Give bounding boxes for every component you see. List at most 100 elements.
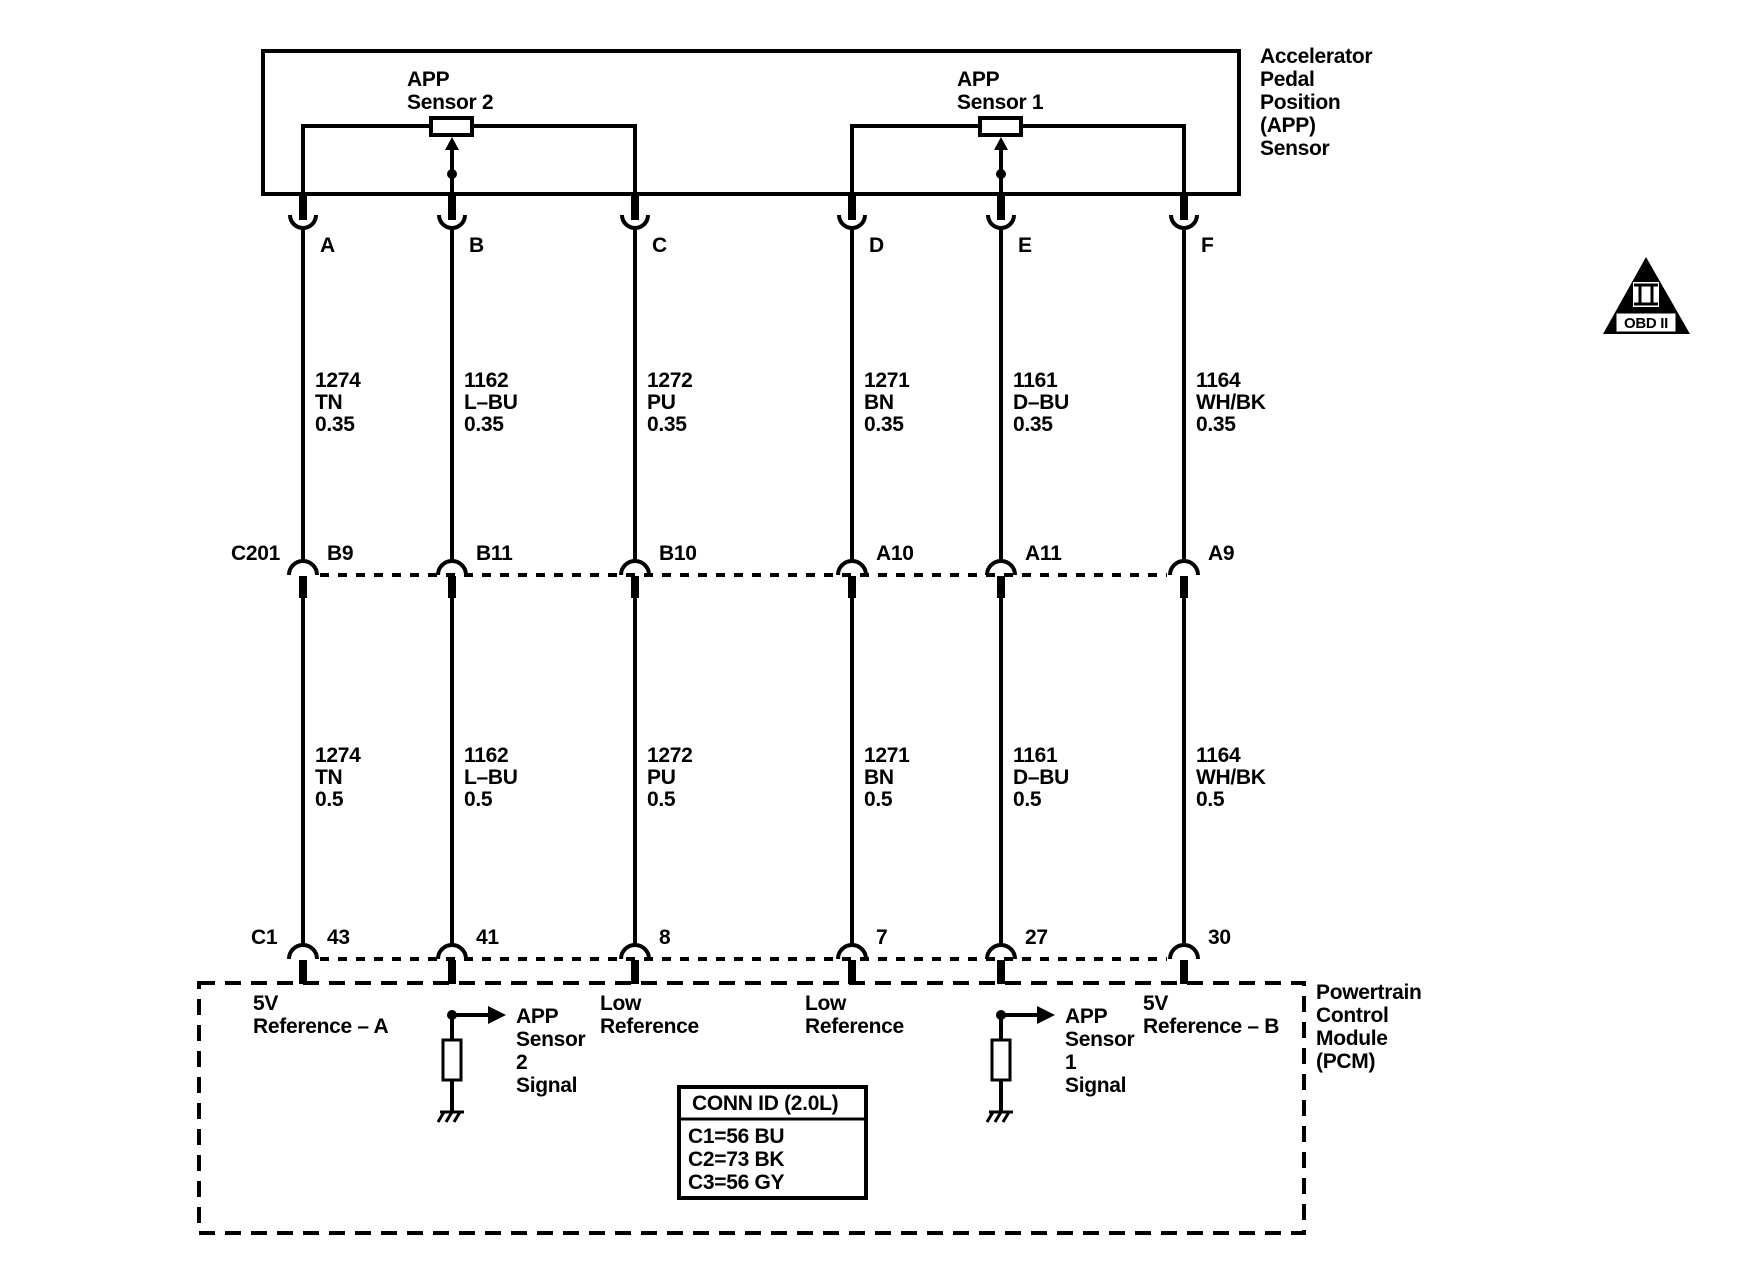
wire-a-lower-gauge: 0.5 bbox=[315, 788, 344, 811]
wire-b-c201-pin-label: B11 bbox=[476, 542, 513, 565]
pcm-ref-b-line-1: 5V bbox=[1143, 992, 1168, 1015]
sensor-2-signal-arrow-icon bbox=[488, 1006, 506, 1024]
conn-id-title: CONN ID (2.0L) bbox=[692, 1092, 838, 1115]
sensor-1-signal-arrow-icon bbox=[1037, 1006, 1055, 1024]
wire-a-c201-cup-icon bbox=[287, 559, 319, 576]
wire-d-c1-cup-icon bbox=[836, 943, 868, 960]
sensor-2-resistor-icon bbox=[429, 116, 474, 137]
wire-d-c201-terminal bbox=[848, 576, 856, 598]
sensor-2-wiper-arrow-icon bbox=[445, 137, 459, 150]
wire-e-lower-circuit: 1161 bbox=[1013, 744, 1058, 767]
c1-label: C1 bbox=[251, 926, 278, 949]
app-sensor-label-line-2: Pedal bbox=[1260, 68, 1315, 91]
wire-a-upper-circuit: 1274 bbox=[315, 369, 361, 392]
wire-e-c201-cup-icon bbox=[985, 559, 1017, 576]
sensor-1-ground-icon bbox=[985, 1110, 1013, 1123]
wire-d-upper-gauge: 0.35 bbox=[864, 413, 904, 436]
wire-c-c201-terminal bbox=[631, 576, 639, 598]
pcm-sensor-1-circuit bbox=[985, 1006, 1055, 1123]
wire-d-c1-terminal bbox=[848, 960, 856, 984]
wire-e-lower-color: D–BU bbox=[1013, 766, 1069, 789]
wire-e-pcm-pin-label: 27 bbox=[1025, 926, 1048, 949]
wire-f-sensor-pin-label: F bbox=[1201, 234, 1214, 257]
pcm-label-line-3: Module bbox=[1316, 1027, 1388, 1050]
wire-c-c1-terminal bbox=[631, 960, 639, 984]
wire-d-upper-circuit: 1271 bbox=[864, 369, 910, 392]
pcm-sensor-1-signal-line-2: Sensor bbox=[1065, 1028, 1135, 1051]
wire-a-lower-circuit: 1274 bbox=[315, 744, 361, 767]
wire-f-sensor-terminal bbox=[1180, 194, 1188, 220]
app-sensor-label-line-5: Sensor bbox=[1260, 137, 1330, 160]
app-sensor-label-line-1: Accelerator bbox=[1260, 45, 1372, 68]
wire-b-c201-cup-icon bbox=[436, 559, 468, 576]
wire-b-upper-color: L–BU bbox=[464, 391, 518, 414]
obd-ii-badge-icon: OBD II bbox=[1603, 257, 1690, 334]
wire-c-lower-color: PU bbox=[647, 766, 676, 789]
wire-b-pcm-pin-label: 41 bbox=[476, 926, 499, 949]
wire-b-c201-terminal bbox=[448, 576, 456, 598]
app-sensor-2: APP Sensor 2 bbox=[301, 68, 637, 210]
wire-f-lower-color: WH/BK bbox=[1196, 766, 1266, 789]
sensor-1-wiper-arrow-icon bbox=[994, 137, 1008, 150]
wire-f-c1-cup-icon bbox=[1168, 943, 1200, 960]
wire-f-upper-circuit: 1164 bbox=[1196, 369, 1241, 392]
wire-f-lower-gauge: 0.5 bbox=[1196, 788, 1225, 811]
wire-d-c201-cup-icon bbox=[836, 559, 868, 576]
wire-f-upper-gauge: 0.35 bbox=[1196, 413, 1236, 436]
wire-c-c201-pin-label: B10 bbox=[659, 542, 697, 565]
sensor-1-resistor-icon bbox=[978, 116, 1023, 137]
wire-b-lower-circuit: 1162 bbox=[464, 744, 508, 767]
pcm-box bbox=[197, 981, 1306, 1235]
wire-b-sensor-terminal bbox=[448, 194, 456, 220]
c201-label: C201 bbox=[231, 542, 281, 565]
pcm-label-line-2: Control bbox=[1316, 1004, 1389, 1027]
wire-e-upper-circuit: 1161 bbox=[1013, 369, 1058, 392]
wire-a-upper-gauge: 0.35 bbox=[315, 413, 355, 436]
conn-id-line-2: C2=73 BK bbox=[688, 1148, 784, 1171]
pcm-sensor-2-signal-line-4: Signal bbox=[516, 1074, 577, 1097]
sensor-1-element-wire bbox=[850, 124, 1186, 210]
wire-f-c201-cup-icon bbox=[1168, 559, 1200, 576]
wire-c-lower-circuit: 1272 bbox=[647, 744, 693, 767]
app-sensor-1-label-line-2: Sensor 1 bbox=[957, 91, 1044, 114]
sensor-1-pulldown-resistor-icon bbox=[990, 1038, 1012, 1082]
wire-b-sensor-pin-label: B bbox=[469, 234, 484, 257]
wire-layer: A1274TN0.35B91274TN0.543B1162L–BU0.35B11… bbox=[287, 194, 1266, 984]
conn-id-line-3: C3=56 GY bbox=[688, 1171, 785, 1194]
app-sensor: Accelerator Pedal Position (APP) Sensor … bbox=[261, 45, 1373, 210]
pcm-label-line-4: (PCM) bbox=[1316, 1050, 1375, 1073]
wire-a-c201-terminal bbox=[299, 576, 307, 598]
wire-b-c1-cup-icon bbox=[436, 943, 468, 960]
app-sensor-box bbox=[261, 49, 1241, 196]
wire-a-upper-color: TN bbox=[315, 391, 342, 414]
wire-a-pcm-pin-label: 43 bbox=[327, 926, 350, 949]
wire-c-pcm-pin-label: 8 bbox=[659, 926, 671, 949]
wire-f-pcm-pin-label: 30 bbox=[1208, 926, 1231, 949]
wire-c-upper-gauge: 0.35 bbox=[647, 413, 687, 436]
wire-c-sensor-terminal bbox=[631, 194, 639, 220]
wire-e-upper-color: D–BU bbox=[1013, 391, 1069, 414]
wire-e-sensor-terminal bbox=[997, 194, 1005, 220]
wire-d-upper-color: BN bbox=[864, 391, 894, 414]
wire-b-lower-color: L–BU bbox=[464, 766, 518, 789]
pcm-ref-a-line-1: 5V bbox=[253, 992, 278, 1015]
wire-f-upper-color: WH/BK bbox=[1196, 391, 1266, 414]
pcm-low-ref-2-line-1: Low bbox=[805, 992, 847, 1015]
pcm-low-ref-1-line-1: Low bbox=[600, 992, 642, 1015]
pcm-sensor-1-signal-line-3: 1 bbox=[1065, 1051, 1077, 1074]
conn-id-box bbox=[677, 1085, 868, 1200]
wire-b-c1-terminal bbox=[448, 960, 456, 984]
obd-ii-badge-text: OBD II bbox=[1624, 315, 1668, 332]
wire-f-c201-terminal bbox=[1180, 576, 1188, 598]
pcm-label-line-1: Powertrain bbox=[1316, 981, 1422, 1004]
wire-c-upper-color: PU bbox=[647, 391, 676, 414]
wire-e-c201-pin-label: A11 bbox=[1025, 542, 1062, 565]
pcm-sensor-2-signal-line-1: APP bbox=[516, 1005, 559, 1028]
app-sensor-label-line-3: Position bbox=[1260, 91, 1340, 114]
pcm-sensor-1-signal-line-1: APP bbox=[1065, 1005, 1108, 1028]
